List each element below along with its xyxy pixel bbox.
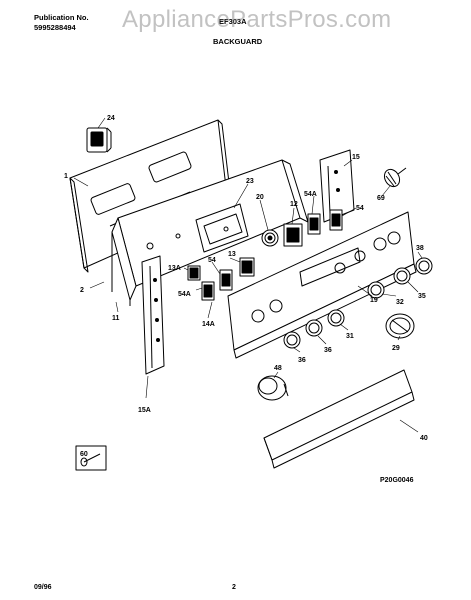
callout: 23 xyxy=(246,178,254,185)
callout: 2 xyxy=(80,287,84,294)
trim-40-part xyxy=(263,369,415,469)
screw-69-part xyxy=(383,167,407,188)
publication-number: 5995288494 xyxy=(34,23,76,32)
callout: 13 xyxy=(228,251,236,258)
model-number: EF303A xyxy=(219,17,247,26)
callout-labels: 24 1 23 20 12 15 54A 54 69 13A 13 54 38 … xyxy=(64,115,428,484)
callout: 1 xyxy=(64,173,68,180)
callout: 19 xyxy=(370,297,378,304)
callout: 15A xyxy=(138,407,151,414)
callout: 40 xyxy=(420,435,428,442)
switch-12-part xyxy=(283,223,303,247)
switch-54a-upper-part xyxy=(307,213,321,235)
watermark: AppliancePartsPros.com xyxy=(122,6,392,33)
end-bracket-15a-part xyxy=(141,255,165,375)
callout: 36 xyxy=(324,347,332,354)
callout: 54A xyxy=(304,191,317,198)
diagram-code: P20G0046 xyxy=(380,477,414,484)
knob-36a-part xyxy=(283,331,301,349)
switch-13-part xyxy=(239,257,255,277)
knob-35-upper-part xyxy=(393,267,411,285)
callout: 11 xyxy=(112,315,120,322)
section-title: BACKGUARD xyxy=(213,37,263,46)
bracket-23-part xyxy=(195,203,249,253)
page-number: 2 xyxy=(232,584,236,591)
callout: 20 xyxy=(256,194,264,201)
switch-24-part xyxy=(86,127,112,153)
knob-32-part xyxy=(367,281,385,299)
knob-38-part xyxy=(415,257,433,275)
screw-60-part xyxy=(75,445,107,471)
leader-lines xyxy=(73,117,423,433)
callout: 36 xyxy=(298,357,306,364)
callout: 48 xyxy=(274,365,282,372)
callout: 54A xyxy=(178,291,191,298)
callout: 54 xyxy=(208,257,216,264)
callout: 31 xyxy=(346,333,354,340)
knob-36b-part xyxy=(305,319,323,337)
callout: 60 xyxy=(80,451,88,458)
callout: 38 xyxy=(416,245,424,252)
switch-13a-part xyxy=(187,265,201,281)
knob-29-part xyxy=(385,313,415,339)
callout: 69 xyxy=(377,195,385,202)
callout: 14A xyxy=(202,321,215,328)
knob-48-part xyxy=(257,375,289,401)
publication-label: Publication No. xyxy=(34,13,89,22)
footer-date: 09/96 xyxy=(34,584,52,591)
callout: 29 xyxy=(392,345,400,352)
callout: 54 xyxy=(356,205,364,212)
callout: 12 xyxy=(290,201,298,208)
callout: 13A xyxy=(168,265,181,272)
callout: 32 xyxy=(396,299,404,306)
clock-20-part xyxy=(261,229,279,247)
callout: 15 xyxy=(352,154,360,161)
switch-54-upper-part xyxy=(329,209,343,231)
callout: 24 xyxy=(107,115,115,122)
knob-31-part xyxy=(327,309,345,327)
callout: 35 xyxy=(418,293,426,300)
switch-54-lower-part xyxy=(219,269,233,291)
side-bracket-15-part xyxy=(319,149,355,223)
switch-54a-lower-part xyxy=(201,281,215,301)
